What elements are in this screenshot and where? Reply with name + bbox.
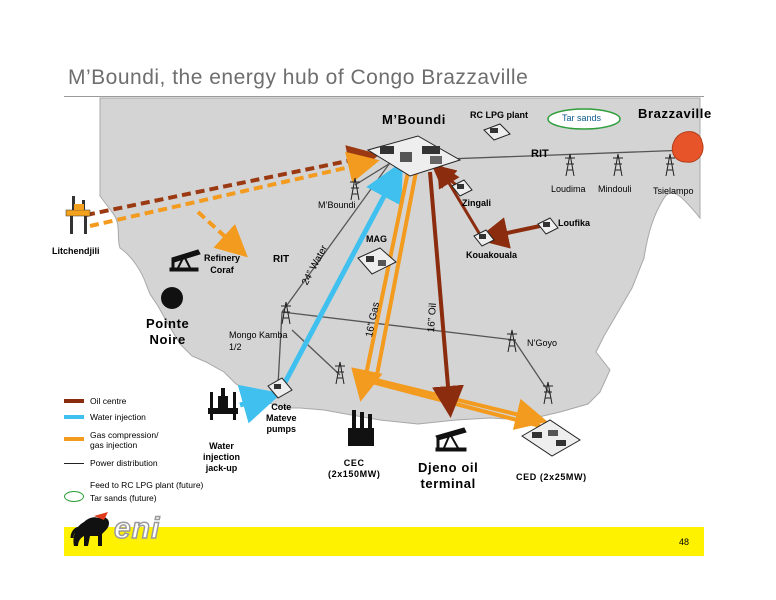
label-brazzaville: Brazzaville (638, 106, 712, 121)
jackup-rig-icon (208, 388, 238, 420)
label-rit-left: RIT (273, 254, 290, 265)
label-loudima: Loudima (551, 184, 586, 194)
page-number: 48 (679, 537, 690, 547)
label-tsielampo: Tsielampo (653, 186, 694, 196)
label-tar-sands: Tar sands (562, 113, 602, 123)
legend-gas-label-line1: Gas compression/ (90, 430, 159, 440)
label-mindouli: Mindouli (598, 184, 632, 194)
mboundi-plant-icon (366, 135, 462, 177)
label-rit-top: RIT (531, 148, 549, 160)
label-cec-line2: (2x150MW) (328, 469, 381, 479)
label-djeno-line2: terminal (420, 476, 476, 491)
legend-tar-label: Tar sands (future) (90, 493, 157, 503)
ced-plant-icon (521, 419, 581, 457)
kouakouala-plant-icon (473, 229, 495, 247)
label-mag: MAG (366, 234, 387, 244)
eni-logo-text: eni (113, 511, 161, 546)
legend-water-label: Water injection (90, 412, 146, 422)
eni-logo: eni (68, 506, 168, 552)
label-water-jackup-line1: Water (209, 441, 234, 451)
djeno-pumpjack-icon (435, 427, 467, 452)
legend-gas-label-line2: gas injection (90, 440, 138, 450)
future-feed-lines (85, 145, 380, 258)
cote-mateve-plant-icon (267, 377, 293, 399)
label-oil-16: 16” Oil (426, 302, 440, 333)
legend-oil-label: Oil centre (90, 396, 127, 406)
water-jackup-line (237, 384, 282, 424)
label-cote-mateve-line1: Cote (271, 402, 292, 412)
mag-plant-icon (357, 247, 397, 275)
legend-gas-swatch (64, 437, 84, 441)
page-title: M’Boundi, the energy hub of Congo Brazza… (68, 66, 529, 89)
label-kouakouala: Kouakouala (466, 250, 518, 260)
label-mongo-kamba-line2: 1/2 (229, 342, 242, 352)
refinery-pumpjack-icon (169, 249, 201, 272)
eni-dog-icon (70, 512, 109, 546)
label-water-jackup-line3: jack-up (205, 463, 238, 473)
label-mboundi: M’Boundi (382, 112, 447, 127)
label-refinery: Refinery Coraf (204, 252, 240, 276)
label-pointe-noire-line2: Noire (149, 332, 186, 347)
label-pointe-noire: Pointe Noire (146, 316, 189, 348)
label-cote-mateve-line3: pumps (266, 424, 297, 434)
legend-power-label: Power distribution (90, 458, 158, 468)
legend-gas-label: Gas compression/ gas injection (90, 430, 159, 450)
label-zingali: Zingali (462, 198, 491, 208)
legend-oil-swatch (64, 399, 84, 403)
label-ced: CED (2x25MW) (516, 472, 587, 482)
label-mboundi-small: M’Boundi (318, 200, 356, 210)
loufika-plant-icon (537, 217, 559, 235)
zingali-plant-icon (451, 179, 473, 197)
label-refinery-line1: Refinery (204, 253, 241, 263)
label-rc-lpg-plant: RC LPG plant (470, 110, 528, 120)
pylon-icons (281, 153, 675, 405)
water-injection-line (279, 161, 403, 390)
legend-power-swatch (64, 463, 84, 464)
label-djeno-line1: Djeno oil (418, 460, 479, 475)
tar-sands-oval (547, 108, 621, 130)
label-cote-mateve: Cote Mateve pumps (266, 402, 297, 435)
label-refinery-line2: Coraf (210, 265, 234, 275)
title-divider (64, 96, 704, 97)
label-djeno: Djeno oil terminal (418, 460, 478, 492)
legend-tar-swatch (64, 491, 84, 502)
rc-lpg-plant-icon (483, 123, 511, 141)
legend-rc-feed-label: Feed to RC LPG plant (future) (90, 480, 204, 490)
label-cec: CEC (2x150MW) (328, 458, 380, 480)
footer-bar (64, 527, 704, 556)
label-pointe-noire-line1: Pointe (146, 316, 190, 331)
label-loufika: Loufika (558, 218, 591, 228)
label-cec-line1: CEC (343, 458, 365, 468)
legend-water-swatch (64, 415, 84, 419)
label-cote-mateve-line2: Mateve (266, 413, 297, 423)
label-water-jackup-line2: injection (203, 452, 241, 462)
label-mongo-kamba: Mongo Kamba 1/2 (229, 329, 288, 353)
pointe-noire-dot (161, 287, 183, 309)
oil-lines (428, 162, 541, 418)
label-mongo-kamba-line1: Mongo Kamba (229, 330, 288, 340)
cec-power-plant-icon (348, 410, 374, 446)
litchendjili-platform-icon (65, 196, 91, 234)
label-water-jackup: Water injection jack-up (203, 441, 240, 474)
label-litchendjili: Litchendjili (52, 246, 100, 256)
brazzaville-marker (671, 131, 704, 163)
label-ngoyo: N’Goyo (527, 338, 558, 348)
